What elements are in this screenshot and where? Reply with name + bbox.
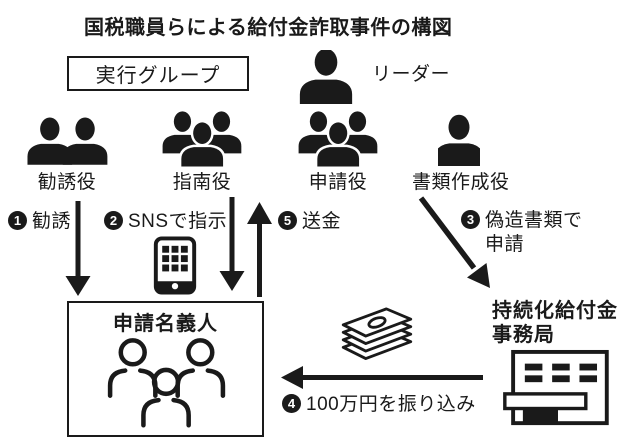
arrow-remit-up bbox=[247, 202, 272, 297]
office-name-line2: 事務局 bbox=[492, 324, 555, 346]
step-3-label-line1: 偽造書類で bbox=[485, 210, 583, 231]
office-banner bbox=[503, 392, 588, 411]
execution-group-label: 実行グループ bbox=[95, 65, 221, 87]
step-5-remittance: 5 送金 bbox=[278, 211, 341, 232]
office-name: 持続化給付金 事務局 bbox=[492, 299, 618, 347]
nominee-box: 申請名義人 bbox=[67, 301, 264, 437]
role-label-document-maker: 書類作成役 bbox=[412, 172, 510, 193]
step-1-badge: 1 bbox=[8, 211, 27, 230]
step-3-forged-application: 3 偽造書類で 申請 bbox=[461, 210, 583, 255]
page-title: 国税職員らによる給付金詐取事件の構図 bbox=[84, 17, 453, 39]
leader-label: リーダー bbox=[372, 64, 451, 85]
leader-person-icon bbox=[299, 50, 353, 104]
role-label-applicant: 申請役 bbox=[308, 172, 368, 193]
step-4-badge: 4 bbox=[282, 394, 301, 413]
arrow-payment-left bbox=[281, 366, 483, 389]
step-3-label-line2: 申請 bbox=[485, 234, 525, 255]
step-3-badge: 3 bbox=[461, 210, 480, 229]
role-label-recruiter: 勧誘役 bbox=[37, 172, 97, 193]
office-name-line1: 持続化給付金 bbox=[492, 300, 618, 322]
nominee-box-label: 申請名義人 bbox=[113, 313, 218, 335]
role-label-instructor: 指南役 bbox=[172, 172, 232, 193]
step-1-recruit: 1 勧誘 bbox=[8, 211, 71, 232]
step-4-payment: 4 100万円を振り込み bbox=[282, 394, 476, 415]
step-1-label: 勧誘 bbox=[32, 211, 72, 232]
recruiter-group-icon bbox=[27, 117, 108, 165]
nominee-people-icon bbox=[90, 336, 242, 435]
smartphone-icon bbox=[153, 236, 197, 295]
step-4-label: 100万円を振り込み bbox=[306, 394, 476, 415]
step-5-label: 送金 bbox=[302, 211, 342, 232]
step-2-badge: 2 bbox=[104, 211, 123, 230]
step-2-label: SNSで指示 bbox=[128, 211, 228, 232]
execution-group-box: 実行グループ bbox=[67, 56, 249, 91]
document-maker-icon bbox=[438, 114, 480, 166]
office-building-icon bbox=[503, 349, 609, 426]
banknote-stack-icon bbox=[341, 307, 413, 360]
step-5-badge: 5 bbox=[278, 211, 297, 230]
applicant-group-icon bbox=[298, 111, 378, 167]
instructor-group-icon bbox=[162, 111, 242, 167]
step-2-sns-instruction: 2 SNSで指示 bbox=[104, 211, 227, 232]
